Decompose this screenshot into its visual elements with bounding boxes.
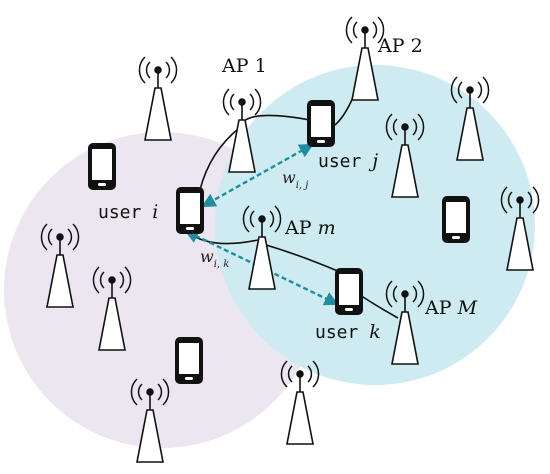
smartphone-icon — [88, 143, 116, 190]
weight-ik-label: wi, k — [200, 247, 229, 270]
smartphone-icon — [175, 337, 203, 384]
antenna-tower-icon — [500, 186, 540, 271]
user-j-label: user j — [318, 150, 378, 172]
user-i-label: user i — [98, 201, 158, 223]
antenna-tower-icon — [130, 378, 170, 463]
smartphone-icon — [335, 268, 363, 315]
weight-ij-label: wi, j — [282, 168, 308, 191]
user-k-label: user k — [315, 321, 381, 343]
ap1-label: AP 1 — [221, 55, 267, 77]
antenna-tower-icon — [385, 113, 425, 198]
antenna-tower-icon — [345, 16, 385, 101]
smartphone-icon — [176, 187, 204, 234]
antenna-tower-icon — [242, 205, 282, 290]
ap2-label: AP 2 — [377, 35, 423, 57]
apM-label: AP M — [424, 297, 478, 319]
smartphone-icon — [307, 100, 335, 147]
antenna-tower-icon — [92, 266, 132, 351]
antenna-tower-icon — [385, 280, 425, 365]
antenna-tower-icon — [222, 88, 262, 173]
antenna-tower-icon — [40, 223, 80, 308]
antenna-tower-icon — [138, 56, 178, 141]
antenna-tower-icon — [450, 76, 490, 161]
smartphone-icon — [442, 196, 470, 243]
apm-label: AP m — [284, 217, 336, 239]
antenna-tower-icon — [280, 360, 320, 445]
